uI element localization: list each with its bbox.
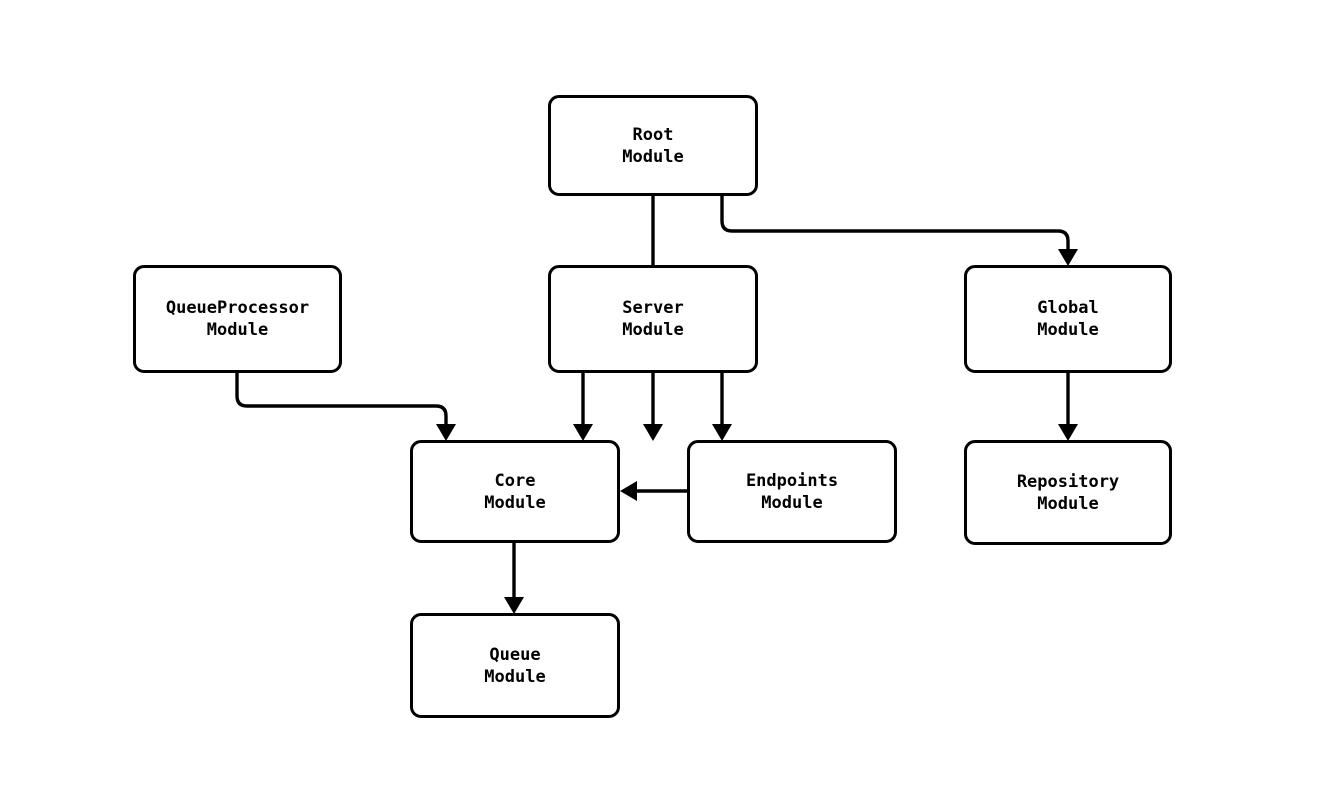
- edge-root-global: [720, 196, 1078, 266]
- edge-global-repository: [1058, 373, 1078, 441]
- node-core[interactable]: Core Module: [410, 440, 620, 543]
- node-endpoints[interactable]: Endpoints Module: [687, 440, 897, 543]
- node-queueprocessor[interactable]: QueueProcessor Module: [133, 265, 342, 373]
- node-root[interactable]: Root Module: [548, 95, 758, 196]
- edge-server-core: [573, 373, 593, 441]
- node-global-label: Global Module: [1037, 298, 1099, 340]
- node-queue[interactable]: Queue Module: [410, 613, 620, 718]
- node-core-label: Core Module: [484, 470, 546, 513]
- node-server-label: Server Module: [622, 298, 684, 340]
- edge-server-endpoints: [712, 373, 732, 441]
- edge-core-queue: [504, 543, 524, 614]
- node-repository[interactable]: Repository Module: [964, 440, 1172, 545]
- node-server[interactable]: Server Module: [548, 265, 758, 373]
- node-global[interactable]: Global Module: [964, 265, 1172, 373]
- node-queueprocessor-label: QueueProcessor Module: [165, 298, 310, 340]
- node-root-label: Root Module: [622, 124, 684, 167]
- edge-queueprocessor-core: [235, 373, 456, 441]
- node-endpoints-label: Endpoints Module: [745, 470, 839, 513]
- node-repository-label: Repository Module: [1016, 471, 1120, 514]
- edge-endpoints-core: [620, 481, 687, 501]
- node-queue-label: Queue Module: [484, 644, 546, 687]
